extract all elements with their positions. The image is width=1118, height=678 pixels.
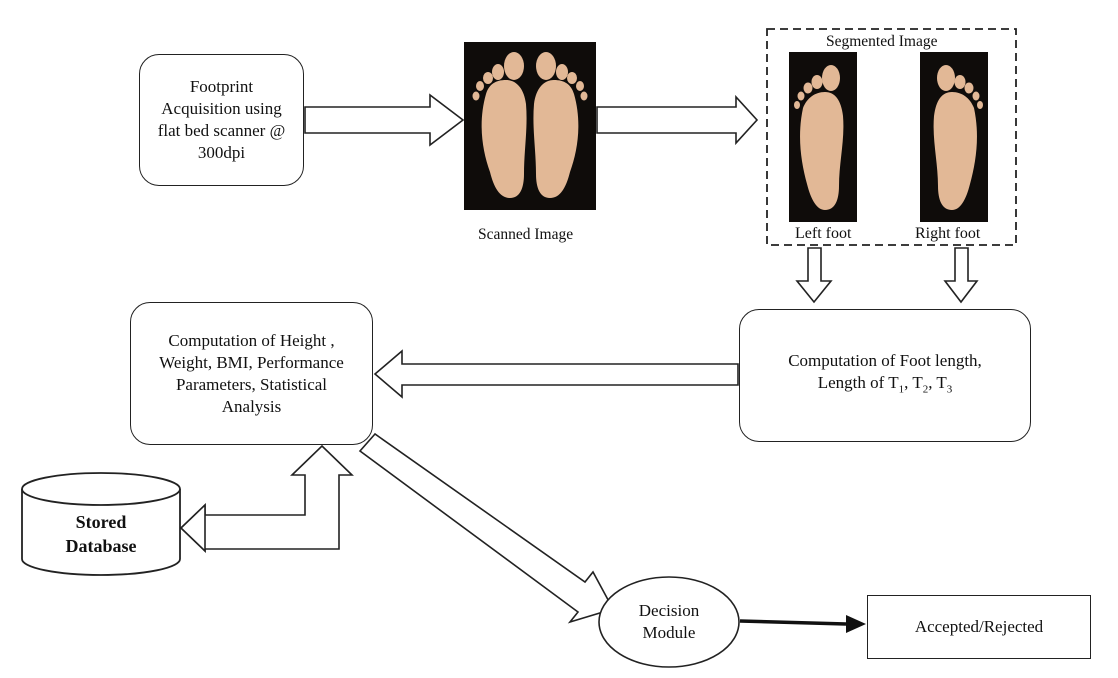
t1-subscript: 1 [898,383,905,396]
scanned-image [464,42,596,210]
arrow-acquisition-to-scan [304,93,465,147]
arrow-footlength-to-height [373,349,739,399]
arrow-right-foot-down [943,247,979,304]
result-box: Accepted/Rejected [867,595,1091,659]
segmented-image-title: Segmented Image [826,33,938,50]
database-cylinder [21,472,181,576]
segmented-right-foot-image [920,52,988,222]
arrow-database-exchange [179,444,354,553]
segmented-left-foot-image [789,52,857,222]
left-foot-label: Left foot [795,225,852,242]
decision-line2: Module [642,623,696,642]
decision-module-label: Decision Module [599,600,739,644]
arrow-decision-to-result-head [846,615,866,633]
database-line1: Stored [75,512,127,532]
height-computation-box: Computation of Height , Weight, BMI, Per… [130,302,373,445]
segmented-image-frame [766,28,1017,246]
arrow-left-foot-down [795,247,833,304]
foot-length-line1: Computation of Foot length, [788,351,982,371]
scanned-left-foot [472,52,527,198]
arrow-height-to-decision [358,432,615,624]
foot-length-line2: Length of T1, T2, T3 [817,373,953,396]
segmented-right-foot-graphic [933,65,983,210]
arrow-scan-to-segmented [596,94,759,146]
height-computation-text: Computation of Height , Weight, BMI, Per… [159,330,344,416]
decision-line1: Decision [638,601,700,620]
foot-length-computation-box: Computation of Foot length, Length of T1… [739,309,1031,442]
stored-database-label: Stored Database [40,510,162,558]
database-line2: Database [65,536,137,556]
scanned-image-caption: Scanned Image [478,226,574,243]
scanned-feet-graphic [472,52,588,198]
arrow-database-exchange-head [179,503,206,553]
decision-module-shape [598,576,740,668]
right-foot-label: Right foot [915,225,981,242]
acquisition-box: Footprint Acquisition using flat bed sca… [139,54,304,186]
t3-subscript: 3 [946,383,953,396]
result-text: Accepted/Rejected [914,617,1044,636]
acquisition-text: Footprint Acquisition using flat bed sca… [157,77,286,162]
t2-subscript: 2 [922,383,929,396]
arrow-decision-to-result [739,619,847,626]
scanned-right-foot [533,52,588,198]
foot-length-prefix: Length of T [817,373,899,393]
segmented-left-foot-graphic [794,65,844,210]
